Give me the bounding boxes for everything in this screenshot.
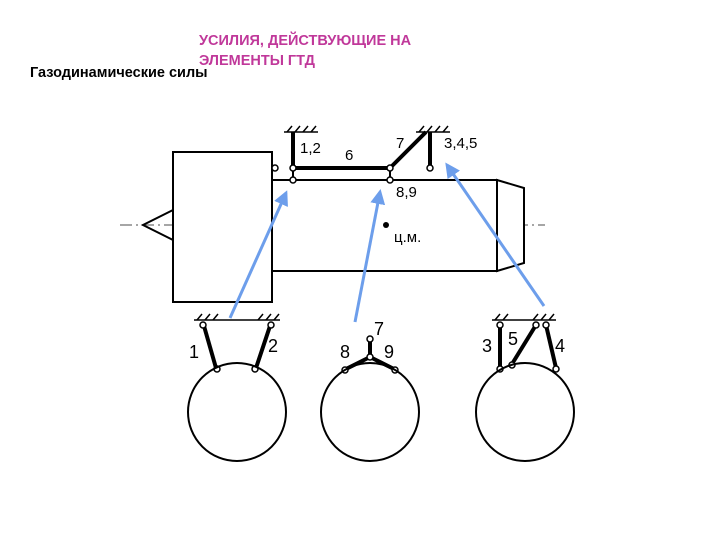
detail-left-label-1: 1 <box>189 342 199 362</box>
detail-right-label-3: 3 <box>482 336 492 356</box>
detail-right-label-5: 5 <box>508 329 518 349</box>
nose-cone <box>140 209 174 241</box>
label-links-8-9: 8,9 <box>396 184 417 201</box>
top-support-right <box>416 125 450 133</box>
label-link-7: 7 <box>396 135 404 152</box>
slide-title-line2: ЭЛЕМЕНТЫ ГТД <box>199 53 315 69</box>
detail-left-ring <box>187 362 287 462</box>
detail-middle-label-7: 7 <box>374 319 384 339</box>
detail-right-label-4: 4 <box>555 336 565 356</box>
detail-middle: 7 8 9 <box>320 319 420 462</box>
center-of-mass-label: ц.м. <box>394 229 421 246</box>
link-7 <box>388 130 428 170</box>
detail-middle-label-8: 8 <box>340 342 350 362</box>
label-links-3-4-5: 3,4,5 <box>444 135 477 152</box>
arrow-front-mount <box>228 190 288 319</box>
center-of-mass-dot <box>383 222 389 228</box>
detail-middle-label-9: 9 <box>384 342 394 362</box>
label-link-6: 6 <box>345 147 353 164</box>
force-arrows <box>228 162 546 323</box>
detail-left: 1 2 <box>187 313 287 462</box>
slide-title: УСИЛИЯ, ДЕЙСТВУЮЩИЕ НА ЭЛЕМЕНТЫ ГТД <box>199 31 499 71</box>
arrow-rear-mount <box>353 189 386 323</box>
detail-right-ring <box>475 362 575 462</box>
detail-left-label-2: 2 <box>268 336 278 356</box>
slide-title-line1: УСИЛИЯ, ДЕЙСТВУЮЩИЕ НА <box>199 33 412 49</box>
slide-subtitle: Газодинамические силы <box>30 65 208 81</box>
fan-casing <box>172 151 273 303</box>
detail-middle-ring <box>320 362 420 462</box>
label-links-1-2: 1,2 <box>300 140 321 157</box>
arrow-side-mount <box>445 162 546 307</box>
detail-right: 3 5 4 <box>475 313 575 462</box>
top-support-left <box>284 125 318 133</box>
pivot-joints <box>271 164 434 184</box>
